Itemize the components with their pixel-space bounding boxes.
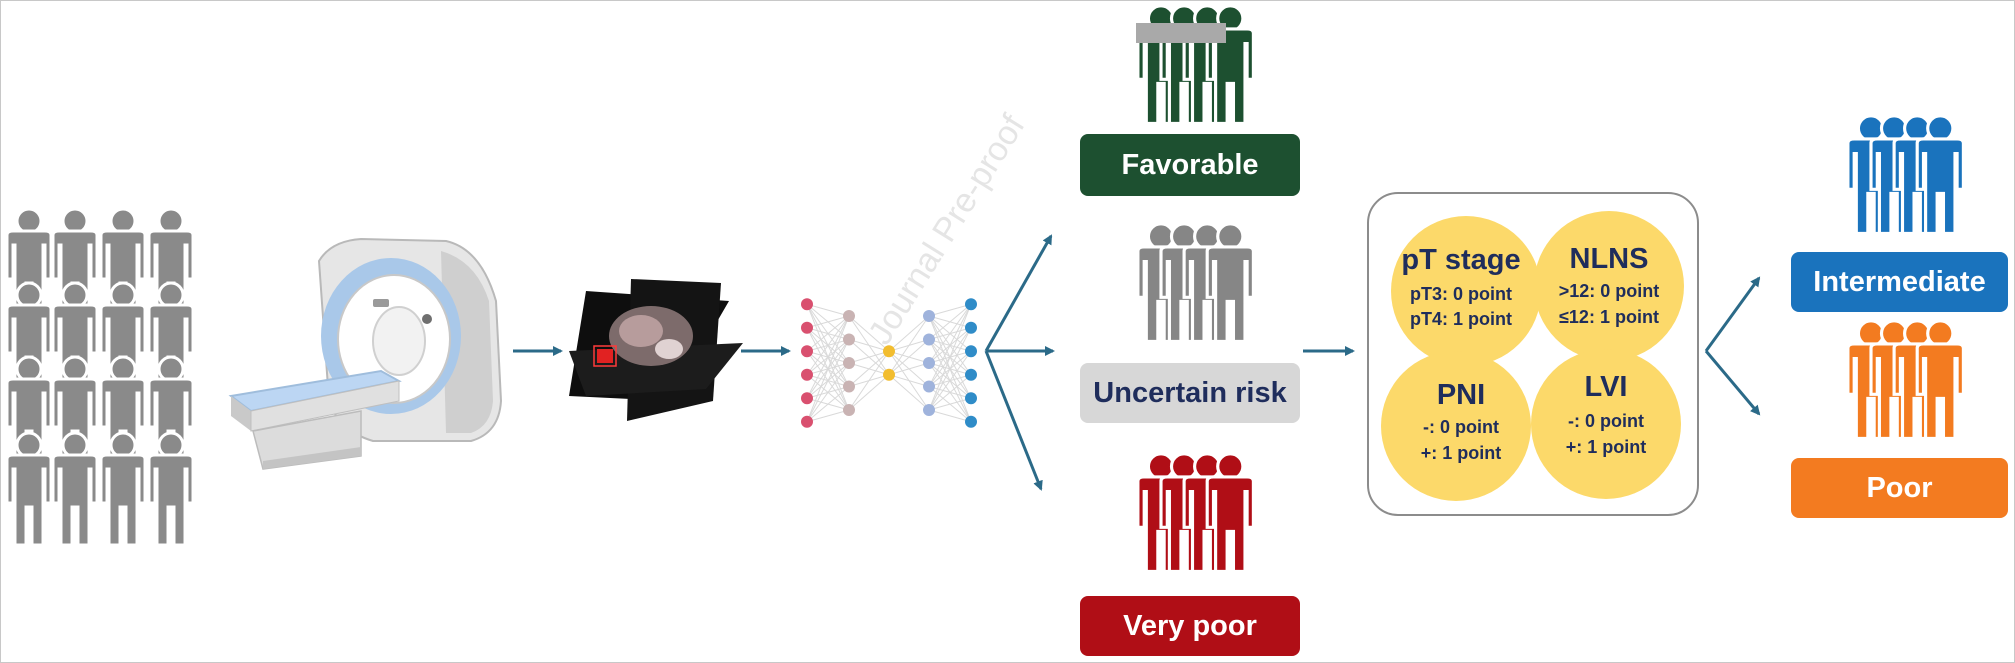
nn-edge — [928, 397, 972, 411]
nn-node — [923, 310, 935, 322]
nn-node — [801, 415, 813, 428]
intermediate-label: Intermediate — [1791, 252, 2008, 312]
lvi-line2: +: 1 point — [1565, 437, 1647, 457]
nn-node — [923, 380, 935, 393]
nn-edge — [928, 303, 972, 364]
poor-label: Poor — [1791, 458, 2008, 518]
nn-edge — [848, 339, 890, 352]
nn-edge — [928, 303, 972, 317]
nn-edge — [888, 339, 930, 376]
nlns-line2: ≤12: 1 point — [1559, 307, 1659, 327]
nn-node — [965, 368, 977, 381]
nn-node — [843, 333, 855, 346]
nn-node — [965, 298, 977, 311]
nn-node — [843, 404, 855, 416]
nn-edge — [848, 350, 890, 364]
favorable-shadow-bar — [1136, 23, 1226, 43]
nn-node — [883, 345, 895, 358]
nlns-circle — [1534, 211, 1684, 361]
pt-stage-line2: pT4: 1 point — [1410, 309, 1512, 329]
nlns-line1: >12: 0 point — [1558, 281, 1660, 301]
uncertain-group-people — [1136, 222, 1255, 343]
mri-scanner-icon — [228, 237, 503, 470]
nn-node — [965, 415, 977, 428]
flow-arrows — [513, 234, 1761, 491]
nn-edge — [806, 315, 850, 329]
nn-edge — [928, 303, 972, 340]
nn-edge — [806, 315, 850, 422]
nn-node — [801, 368, 813, 381]
nn-node — [965, 345, 977, 358]
nn-edge — [806, 409, 850, 423]
nn-node — [965, 392, 977, 405]
nn-node — [923, 357, 935, 369]
intermediate-group-people — [1846, 114, 1965, 235]
nn-edge — [928, 304, 972, 387]
nn-node — [801, 321, 813, 334]
nn-edge — [848, 374, 890, 411]
nn-node — [923, 333, 935, 346]
pni-line1: -: 0 point — [1423, 417, 1499, 437]
nn-edge — [928, 350, 972, 411]
nn-node — [843, 380, 855, 393]
nn-edge — [888, 362, 930, 376]
nn-edge — [806, 386, 850, 423]
nn-edge — [806, 315, 850, 376]
nn-edge — [848, 315, 890, 352]
uncertain-risk-label: Uncertain risk — [1080, 363, 1300, 423]
pt-stage-line1: pT3: 0 point — [1410, 284, 1512, 304]
pni-line2: +: 1 point — [1420, 443, 1502, 463]
nn-edge — [806, 315, 850, 399]
nn-edge — [806, 339, 850, 422]
nn-node — [843, 310, 855, 322]
nn-edge — [888, 315, 930, 352]
pni-circle — [1381, 351, 1531, 501]
nn-edge — [806, 362, 850, 423]
nn-node — [923, 404, 935, 416]
nn-edge — [806, 315, 850, 352]
nn-edge — [928, 409, 972, 423]
nn-edge — [888, 374, 930, 387]
nn-edge — [888, 374, 930, 411]
pt-stage-title: pT stage — [1401, 244, 1521, 276]
lvi-title: LVI — [1584, 371, 1628, 403]
nn-node — [883, 368, 895, 381]
very-poor-group-people — [1136, 452, 1255, 573]
lvi-circle — [1531, 349, 1681, 499]
nn-node — [843, 357, 855, 369]
nn-edge — [928, 304, 972, 411]
very-poor-label: Very poor — [1080, 596, 1300, 656]
nn-edge — [848, 350, 890, 411]
nn-node — [801, 345, 813, 358]
pni-title: PNI — [1436, 379, 1486, 411]
nn-node — [965, 321, 977, 334]
nn-node — [801, 298, 813, 311]
nn-edge — [848, 350, 890, 387]
nn-edge — [888, 315, 930, 376]
nn-node — [801, 392, 813, 405]
neural-network-icon — [801, 298, 977, 428]
poor-group-people — [1846, 319, 1965, 440]
nn-edge — [928, 374, 972, 411]
lvi-line1: -: 0 point — [1568, 411, 1644, 431]
nlns-title: NLNS — [1569, 243, 1649, 275]
pt-stage-circle — [1391, 216, 1541, 366]
patient-cohort — [5, 207, 195, 547]
nn-edge — [806, 303, 850, 317]
nn-edge — [928, 327, 972, 411]
mri-image-icon — [569, 279, 743, 421]
favorable-label: Favorable — [1080, 134, 1300, 196]
